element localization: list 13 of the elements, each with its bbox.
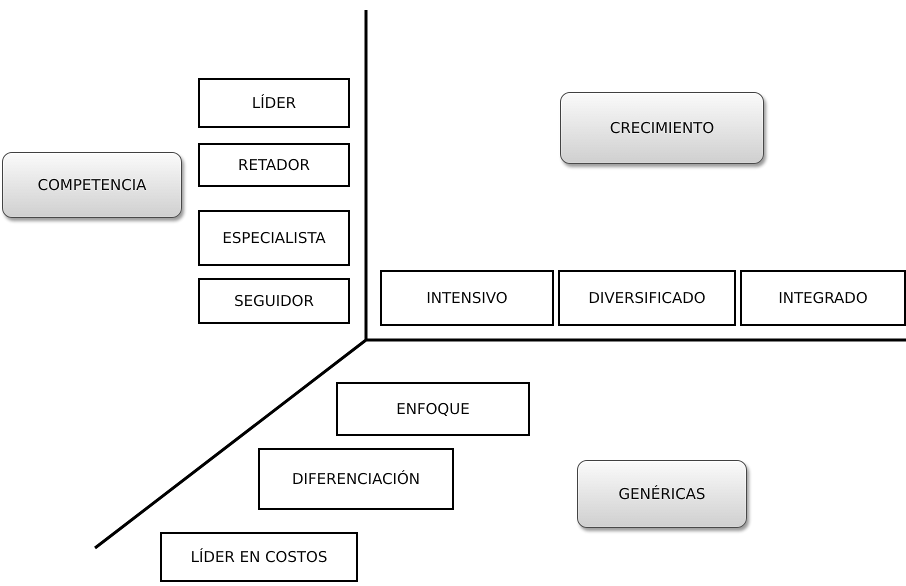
strategy-box: ENFOQUE: [336, 382, 530, 436]
strategy-box: ESPECIALISTA: [198, 210, 350, 266]
strategy-box: INTEGRADO: [740, 270, 906, 326]
strategy-box: INTENSIVO: [380, 270, 554, 326]
strategy-box: DIVERSIFICADO: [558, 270, 736, 326]
strategy-box: DIFERENCIACIÓN: [258, 448, 454, 510]
category-box: COMPETENCIA: [2, 152, 182, 218]
strategy-box: LÍDER EN COSTOS: [160, 532, 358, 582]
strategy-box: SEGUIDOR: [198, 278, 350, 324]
category-box: CRECIMIENTO: [560, 92, 764, 164]
strategy-box: RETADOR: [198, 143, 350, 187]
strategy-box: LÍDER: [198, 78, 350, 128]
category-box: GENÉRICAS: [577, 460, 747, 528]
